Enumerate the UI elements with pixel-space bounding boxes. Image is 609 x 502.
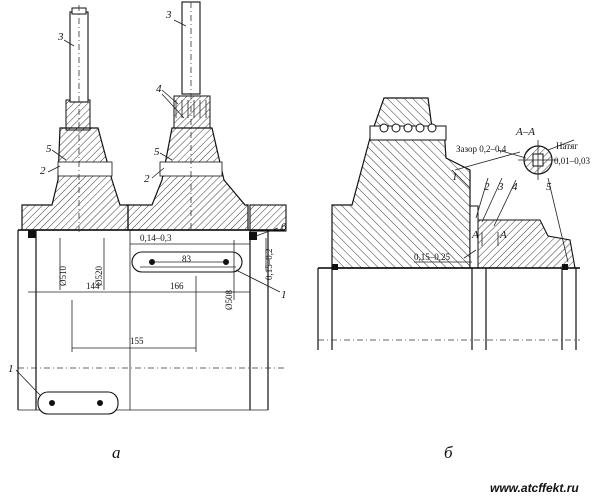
shroud-slots-b <box>379 123 437 133</box>
seal-left <box>28 230 36 238</box>
panel-a: 3 3 4 5 5 2 2 6 1 1 Ø510 Ø520 Ø508 0,14–… <box>8 1 287 462</box>
callout-b-1: 1 <box>452 171 458 183</box>
dim-83: 83 <box>182 254 192 264</box>
callout-2a: 2 <box>40 165 46 177</box>
leaders-a <box>15 19 281 396</box>
dim-clear: 0,15–0,2 <box>264 249 274 281</box>
callouts-a: 3 3 4 5 5 2 2 6 1 1 <box>8 9 287 375</box>
spring-ring-4 <box>175 100 207 118</box>
callout-3b: 3 <box>165 9 172 21</box>
section-detail-aa <box>518 140 558 180</box>
seal-6 <box>249 232 257 240</box>
interference-title: Натяг <box>556 141 578 151</box>
shaft-collar-b <box>469 219 576 269</box>
callout-5a: 5 <box>46 143 52 155</box>
callout-1a: 1 <box>281 289 287 301</box>
section-mark-a2: А <box>499 229 507 241</box>
dimension-labels-a: Ø510 Ø520 Ø508 0,14–0,3 83 0,15–0,2 144 … <box>58 233 274 346</box>
callout-b-2: 2 <box>484 181 490 193</box>
leaders-b <box>414 139 575 263</box>
labels-b: А–А Зазор 0,2–0,4 Натяг 0,01–0,03 1 2 3 … <box>414 126 591 262</box>
callout-b-3: 3 <box>497 181 504 193</box>
watermark: www.atcffekt.ru <box>490 481 579 495</box>
stem-left-body <box>21 5 129 232</box>
callout-4: 4 <box>156 83 162 95</box>
dim-155: 155 <box>130 336 144 346</box>
dim-166: 166 <box>170 281 184 291</box>
dimension-lines-a <box>28 238 267 352</box>
section-mark-a1: А <box>471 229 479 241</box>
callout-b-4: 4 <box>512 181 518 193</box>
caption-b: б <box>444 443 453 462</box>
caption-a: а <box>112 443 121 462</box>
panel-b: А–А Зазор 0,2–0,4 Натяг 0,01–0,03 1 2 3 … <box>317 97 591 462</box>
callout-6: 6 <box>281 221 287 233</box>
dim-144: 144 <box>86 281 100 291</box>
dim-520: Ø520 <box>94 266 104 286</box>
section-arrows-b <box>481 232 499 246</box>
dim-gap: 0,14–0,3 <box>140 233 172 243</box>
disk-body-b <box>331 97 471 269</box>
section-label: А–А <box>515 126 535 138</box>
casing-b <box>317 264 580 350</box>
gap-label: Зазор 0,2–0,4 <box>456 144 507 154</box>
flange-block <box>249 204 287 232</box>
slot-key-1-lower <box>37 391 119 415</box>
callout-3a: 3 <box>57 31 64 43</box>
callout-1b: 1 <box>8 363 14 375</box>
callout-2b: 2 <box>144 173 150 185</box>
interference-value: 0,01–0,03 <box>554 156 591 166</box>
dim-510: Ø510 <box>58 266 68 286</box>
dim-clear-b: 0,15–0,25 <box>414 252 451 262</box>
dim-508: Ø508 <box>224 290 234 310</box>
stem-right-body <box>127 1 249 232</box>
callout-b-5: 5 <box>546 181 552 193</box>
callout-5b: 5 <box>154 146 160 158</box>
